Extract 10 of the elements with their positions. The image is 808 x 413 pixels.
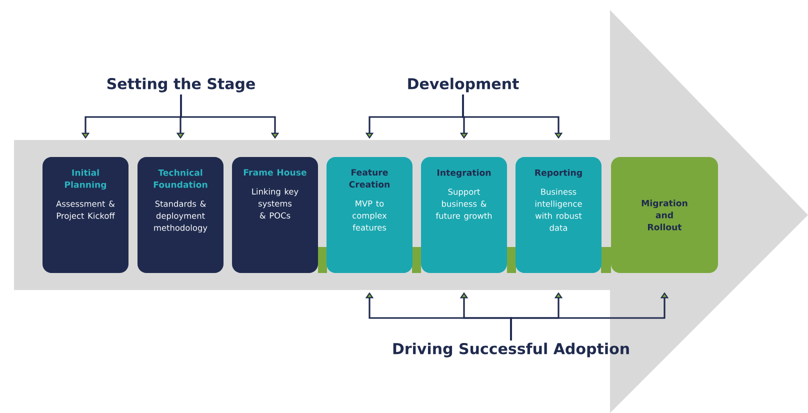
stage-card: Feature Creation MVP to complex features: [326, 157, 412, 273]
stage-card: Frame House Linking key systems & POCs: [232, 157, 318, 273]
section-heading: Development: [408, 78, 519, 92]
stage-card: Reporting Business intelligence with robust data: [516, 157, 602, 273]
stage-card: Migration and Rollout: [611, 157, 718, 273]
section-heading: Setting the Stage: [107, 78, 255, 92]
stage-card: Initial Planning Assessment & Project Kickoff: [42, 157, 128, 273]
section-heading: Driving Successful Adoption: [393, 342, 629, 358]
stage-card: Technical Foundation Standards & deployment methodology: [138, 157, 224, 273]
stage-card: Integration Support business & future growth: [421, 157, 507, 273]
